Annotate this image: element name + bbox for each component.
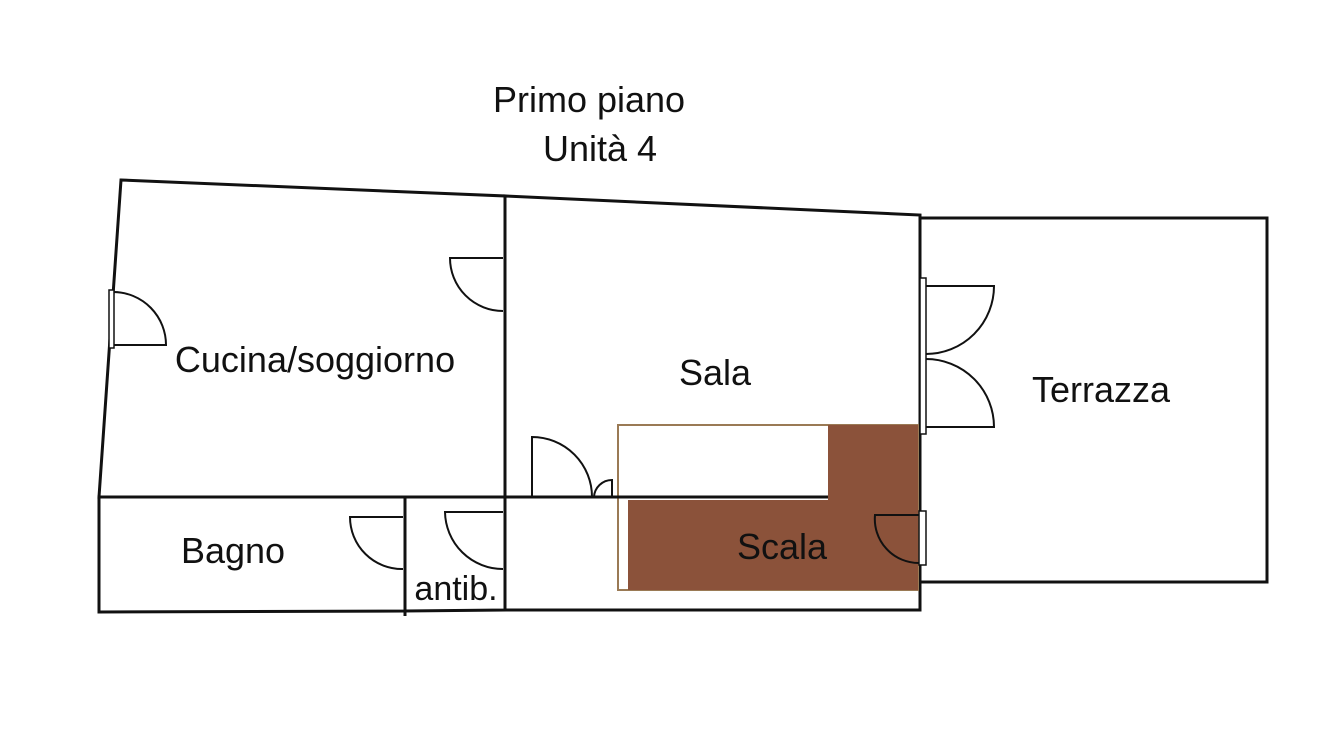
label-sala: Sala: [679, 352, 752, 393]
label-bagno: Bagno: [181, 530, 285, 571]
door-small: [593, 478, 613, 498]
door-scala: [873, 510, 927, 566]
label-scala: Scala: [737, 526, 828, 567]
door-sala-corridoio: [531, 435, 593, 498]
door-bagno: [348, 516, 404, 571]
door-cucina-sala: [448, 257, 504, 312]
floor-title: Primo piano: [493, 79, 685, 120]
door-cucina-left: [108, 289, 168, 349]
stair-scala: [628, 425, 918, 590]
label-cucina-soggiorno: Cucina/soggiorno: [175, 339, 455, 380]
label-terrazza: Terrazza: [1032, 369, 1171, 410]
unit-title: Unità 4: [543, 128, 657, 169]
door-terrazza-double: [919, 277, 996, 435]
label-antibagno: antib.: [414, 570, 497, 608]
door-antibagno: [443, 511, 504, 570]
